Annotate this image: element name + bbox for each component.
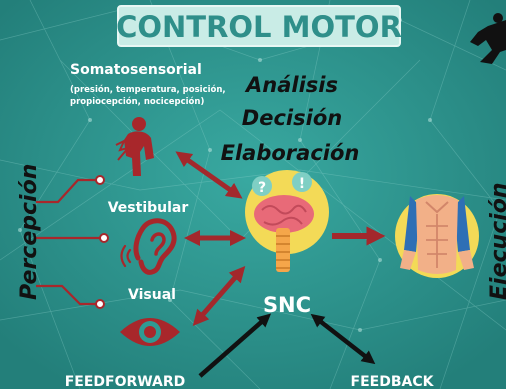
perception-label: Percepción	[17, 164, 42, 300]
arrow-feedback	[310, 313, 376, 365]
red-arrows	[175, 151, 247, 327]
muscle-torso-icon	[395, 194, 479, 278]
vestibular-label: Vestibular	[108, 200, 189, 216]
processing-analysis: Análisis	[244, 73, 338, 97]
visual-label: Visual	[128, 287, 176, 303]
snc-label: SNC	[263, 293, 311, 317]
page-title: CONTROL MOTOR	[116, 10, 402, 44]
dancer-silhouette-icon	[470, 13, 506, 64]
person-pain-icon	[115, 117, 154, 176]
sensor-connectors	[36, 178, 100, 306]
svg-text:?: ?	[258, 180, 266, 196]
arrow-somatosensorial-snc	[175, 151, 243, 199]
svg-text:!: !	[299, 176, 305, 192]
execution-label: Ejecución	[487, 182, 506, 300]
sensor-nodes	[95, 175, 109, 309]
title-box	[117, 5, 401, 47]
somatosensorial-detail-line2: propiocepción, nocicepción)	[70, 96, 204, 107]
sound-waves-icon	[120, 244, 132, 268]
arrow-feedforward	[198, 313, 272, 378]
somatosensorial-detail-line1: (presión, temperatura, posición,	[70, 84, 226, 95]
processing-decision: Decisión	[242, 106, 342, 130]
brain-spine-icon: ? !	[245, 170, 329, 272]
feedback-label: FEEDBACK	[351, 374, 435, 389]
ear-icon	[133, 218, 177, 275]
somatosensorial-label: Somatosensorial	[70, 62, 202, 78]
processing-elaboration: Elaboración	[221, 141, 360, 165]
eye-icon	[120, 318, 180, 346]
feedforward-label: FEEDFORWARD	[65, 374, 186, 389]
arrow-visual-snc	[192, 265, 246, 327]
